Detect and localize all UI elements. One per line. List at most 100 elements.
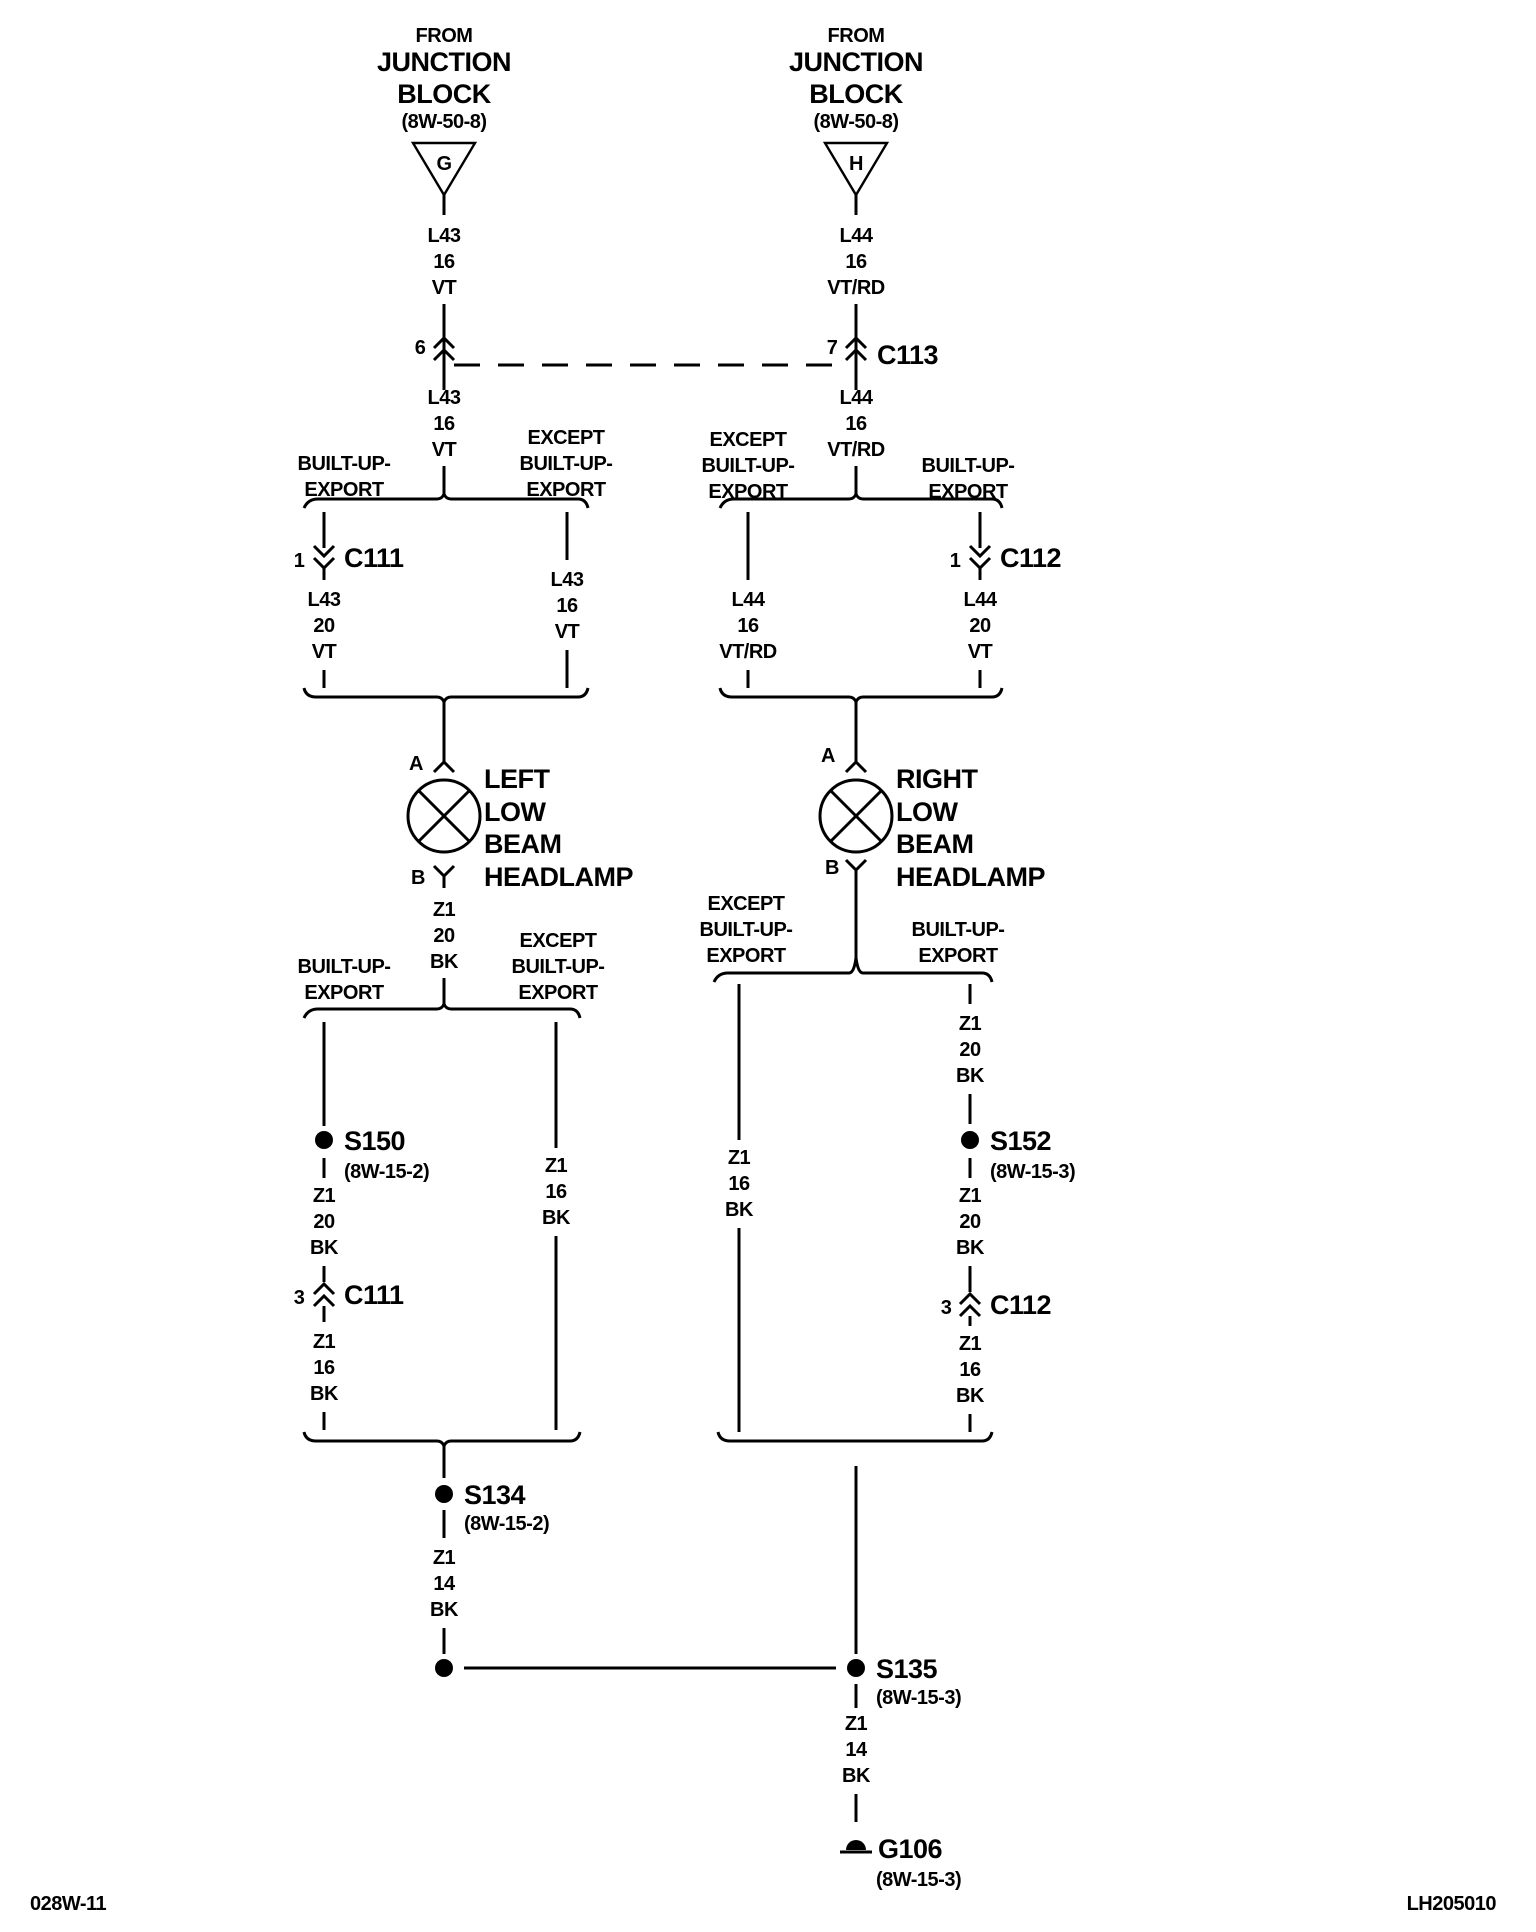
source-left-pin: G — [436, 153, 451, 175]
c111-top-name: C111 — [344, 543, 404, 573]
svg-text:Z1: Z1 — [728, 1147, 751, 1169]
right-lamp-label-2: LOW — [896, 797, 958, 827]
svg-text:VT: VT — [968, 641, 993, 663]
c111-bottom-pin: 3 — [294, 1287, 305, 1309]
c113-left-chevron-icon — [432, 335, 456, 362]
svg-text:Z1: Z1 — [959, 1013, 982, 1035]
wire-label-z1-s134: Z1 14 BK — [430, 1547, 459, 1621]
svg-text:BK: BK — [725, 1199, 754, 1221]
svg-text:14: 14 — [433, 1573, 456, 1595]
svg-text:14: 14 — [845, 1739, 868, 1761]
source-left-ref: (8W-50-8) — [401, 111, 486, 133]
svg-text:16: 16 — [845, 251, 867, 273]
svg-text:20: 20 — [959, 1039, 981, 1061]
svg-text:Z1: Z1 — [313, 1331, 336, 1353]
splice-s135-name: S135 — [876, 1654, 938, 1684]
svg-text:EXCEPT: EXCEPT — [519, 930, 596, 952]
c112-bottom-name: C112 — [990, 1290, 1051, 1320]
splice-s134-run: S134 (8W-15-2) Z1 14 BK — [430, 1446, 836, 1677]
right-lamp-pin-b-chevron-icon — [844, 858, 868, 873]
svg-text:BUILT-UP-: BUILT-UP- — [700, 919, 793, 941]
c112-bottom-pin: 3 — [941, 1297, 952, 1319]
c112-top-name: C112 — [1000, 543, 1061, 573]
merge-bottom-left — [302, 1431, 582, 1451]
wires-mid: L43 16 VT L44 16 VT/RD — [428, 378, 885, 494]
wire-left-lamp-down: Z1 20 BK — [430, 899, 459, 1004]
right-lamp-label-4: HEADLAMP — [896, 862, 1045, 892]
svg-text:Z1: Z1 — [433, 1547, 456, 1569]
branch-left-except-top: L43 16 VT — [551, 512, 584, 688]
c111-bottom-name: C111 — [344, 1280, 404, 1310]
svg-text:L43: L43 — [308, 589, 341, 611]
splice-s150-ref: (8W-15-2) — [344, 1161, 429, 1183]
svg-text:EXPORT: EXPORT — [708, 481, 788, 503]
left-lamp-pin-a-chevron-icon — [432, 759, 456, 774]
svg-text:BK: BK — [542, 1207, 571, 1229]
svg-text:BK: BK — [956, 1065, 985, 1087]
ground-ref: (8W-15-3) — [876, 1869, 961, 1891]
svg-text:EXPORT: EXPORT — [706, 945, 786, 967]
left-low-beam-headlamp: A B LEFT LOW BEAM HEADLAMP — [406, 702, 634, 892]
svg-text:BK: BK — [956, 1237, 985, 1259]
svg-text:16: 16 — [556, 595, 578, 617]
svg-text:Z1: Z1 — [313, 1185, 336, 1207]
source-right-title1: JUNCTION — [789, 47, 923, 77]
source-right-pin: H — [849, 153, 863, 175]
svg-text:Z1: Z1 — [433, 899, 456, 921]
wires-top: L43 16 VT L44 16 VT/RD — [428, 195, 885, 378]
option-split-top-left: BUILT-UP- EXPORT EXCEPT BUILT-UP- EXPORT — [298, 427, 613, 509]
splice-s135-run: S135 (8W-15-3) Z1 14 BK — [842, 1466, 962, 1822]
c113-pin-left: 6 — [415, 337, 426, 359]
wire-label-l43-top: L43 16 VT — [428, 225, 462, 299]
left-lamp-label-2: LOW — [484, 797, 546, 827]
wire-label-z1-left-s150: Z1 20 BK — [310, 1185, 339, 1259]
right-lamp-label-1: RIGHT — [896, 764, 979, 794]
splice-s134-ref: (8W-15-2) — [464, 1513, 549, 1535]
right-lamp-pin-a: A — [821, 745, 835, 767]
right-lamp-pin-b: B — [825, 857, 839, 879]
ground-g106: G106 (8W-15-3) — [840, 1834, 962, 1891]
svg-text:L44: L44 — [840, 225, 874, 247]
left-lamp-label-3: BEAM — [484, 829, 562, 859]
svg-text:16: 16 — [737, 615, 759, 637]
svg-text:EXPORT: EXPORT — [918, 945, 998, 967]
svg-text:BK: BK — [430, 1599, 459, 1621]
svg-text:BUILT-UP-: BUILT-UP- — [298, 956, 391, 978]
svg-text:EXCEPT: EXCEPT — [527, 427, 604, 449]
footer-right-code: LH205010 — [1407, 1893, 1497, 1915]
source-left-title1: JUNCTION — [377, 47, 511, 77]
wire-label-z1-right-except: Z1 16 BK — [725, 1147, 754, 1221]
svg-text:L43: L43 — [428, 387, 461, 409]
option-split-top-right: EXCEPT BUILT-UP- EXPORT BUILT-UP- EXPORT — [702, 429, 1015, 509]
svg-text:L43: L43 — [551, 569, 584, 591]
source-junction-block-left: FROM JUNCTION BLOCK (8W-50-8) G — [377, 25, 512, 198]
svg-text:20: 20 — [959, 1211, 981, 1233]
option-split-bottom-right: EXCEPT BUILT-UP- EXPORT BUILT-UP- EXPORT — [700, 893, 1005, 983]
svg-text:L44: L44 — [732, 589, 766, 611]
svg-text:Z1: Z1 — [959, 1333, 982, 1355]
wire-label-l43-except: L43 16 VT — [551, 569, 585, 643]
merge-top-left — [302, 687, 590, 707]
svg-text:EXCEPT: EXCEPT — [709, 429, 786, 451]
ground-icon — [846, 1840, 866, 1850]
c112-bottom-chevron-icon — [958, 1291, 982, 1318]
wire-label-l44-top: L44 16 VT/RD — [827, 225, 885, 299]
svg-text:Z1: Z1 — [545, 1155, 568, 1177]
svg-text:BUILT-UP-: BUILT-UP- — [512, 956, 605, 978]
splice-s135-dot-icon — [847, 1659, 865, 1677]
svg-text:VT: VT — [555, 621, 580, 643]
source-left-from: FROM — [416, 25, 473, 47]
source-right-triangle-icon — [822, 141, 890, 198]
option-split-bottom-left: BUILT-UP- EXPORT EXCEPT BUILT-UP- EXPORT — [298, 930, 605, 1019]
svg-text:16: 16 — [313, 1357, 335, 1379]
branch-right-builtup-bottom: Z1 20 BK S152 (8W-15-3) Z1 20 BK 3 C112 … — [941, 984, 1076, 1432]
svg-text:VT: VT — [432, 277, 457, 299]
footer-left-code: 028W-11 — [30, 1893, 107, 1915]
branch-right-except-top: L44 16 VT/RD — [719, 512, 777, 688]
branch-left-builtup-bottom: S150 (8W-15-2) Z1 20 BK 3 C111 Z1 16 BK — [294, 1022, 430, 1430]
source-junction-block-right: FROM JUNCTION BLOCK (8W-50-8) H — [789, 25, 924, 198]
splice-s150-name: S150 — [344, 1126, 405, 1156]
merge-top-right — [718, 687, 1004, 707]
c111-bottom-chevron-icon — [312, 1281, 336, 1308]
